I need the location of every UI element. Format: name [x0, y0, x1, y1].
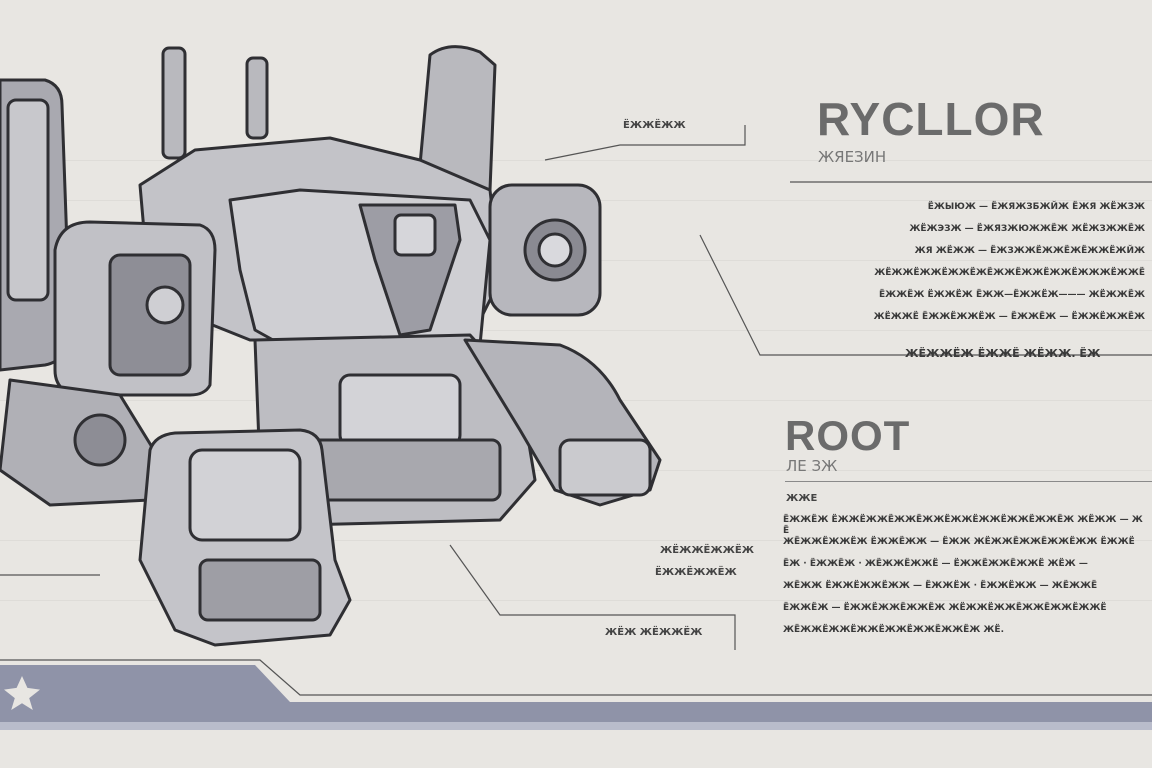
section-title-root: ROOT [785, 412, 911, 459]
text-line: ЖЁЖЖЁ ЁЖЖЁЖЖЁЖ — ЁЖЖЁЖ — ЁЖЖЁЖЖЁЖ [873, 312, 1145, 322]
text-line: ЁЖЖЁЖ ЁЖЖЁЖ ЁЖЖ—ЁЖЖЁЖ——— ЖЁЖЖЁЖ [879, 290, 1145, 300]
text-line: ЖЯ ЖЁЖЖ — ЁЖЗЖЖЁЖЖЁЖЁЖЖЁЖЙЖ [914, 246, 1145, 256]
section-subtitle: ЛЕ ЗЖ [786, 457, 838, 475]
footer-band [0, 665, 1152, 722]
callout-label-bottom: ЖЁЖ ЖЁЖЖЁЖ [605, 627, 703, 638]
callout-label-mid-2: ЁЖЖЁЖЖЁЖ [655, 567, 737, 578]
callout-label-top: ЁЖЖЁЖЖ [623, 120, 686, 131]
divider [785, 481, 1152, 482]
text-line: ЁЖЖЁЖ — ЁЖЖЁЖЖЁЖЖЁЖ ЖЁЖЖЁЖЖЁЖЖЁЖЖЁЖЖЁ [783, 603, 1107, 613]
text-line: ЁЖЫЮЖ — ЁЖЯЖЗБЖЙЖ ЁЖЯ ЖЁЖЗЖ [927, 202, 1145, 212]
text-line: ЖЁЖЖЁЖЖЁЖЖЁЖЖЁЖЖЁЖЖЁЖ ЖЁ. [783, 625, 1004, 635]
text-line: ЖЁЖЖ ЁЖЖЁЖЖЁЖЖ — ЁЖЖЁЖ · ЁЖЖЁЖЖ — ЖЁЖЖЁ [783, 581, 1098, 591]
section1-paragraph: ЁЖЫЮЖ — ЁЖЯЖЗБЖЙЖ ЁЖЯ ЖЁЖЗЖ ЖЁЖЭЗЖ — ЁЖЯ… [815, 202, 1145, 334]
text-line: ЁЖЖЁЖ ЁЖЖЁЖЖЁЖЖЁЖЖЁЖЖЁЖЖЁЖЖЁЖЖЁЖ ЖЁЖЖ — … [783, 515, 1143, 536]
section1-note: ЖЁЖЖЁЖ ЁЖЖЁ ЖЁЖЖ. ЁЖ [905, 347, 1101, 360]
callout-label-mid-1: ЖЁЖЖЁЖЖЁЖ [660, 545, 754, 556]
section-title-rycllor: RYCLLOR [817, 93, 1045, 145]
text-line: ЖЁЖЖЁЖЖЁЖ ЁЖЖЁЖЖ — ЁЖЖ ЖЁЖЖЁЖЖЁЖЖЁЖЖ ЁЖЖ… [783, 537, 1135, 547]
section-subtitle: ЖЯЕЗИН [818, 148, 887, 166]
text-line: ЖЁЖЭЗЖ — ЁЖЯЗЖЮЖЖЁЖ ЖЁЖЗЖЖЁЖ [909, 224, 1145, 234]
text-line: ЁЖ · ЁЖЖЁЖ · ЖЁЖЖЁЖЖЁ — ЁЖЖЁЖЖЁЖЖЁ ЖЁЖ — [783, 559, 1088, 569]
section2-paragraph: ЁЖЖЁЖ ЁЖЖЁЖЖЁЖЖЁЖЖЁЖЖЁЖЖЁЖЖЁЖЖЁЖ ЖЁЖЖ — … [783, 515, 1143, 647]
section-label: ЖЖЕ [786, 493, 818, 504]
text-line: ЖЁЖЖЁЖЖЁЖЖЁЖЁЖЖЁЖЖЁЖЖЁЖЖЖЁЖЖЁ [874, 268, 1145, 278]
